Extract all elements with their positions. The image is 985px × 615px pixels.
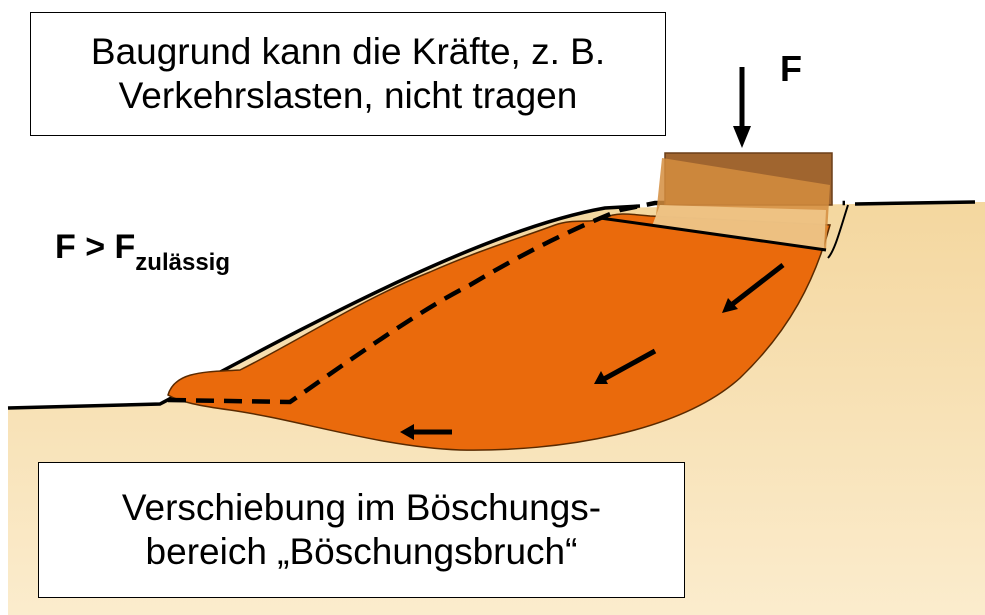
bottom-box-line-1: Verschiebung im Böschungs- xyxy=(121,487,602,528)
foundation-base-line xyxy=(599,216,827,252)
original-surface-dashed-line xyxy=(167,200,845,405)
bottom-description-box: Verschiebung im Böschungs- bereich „Bösc… xyxy=(38,462,685,598)
condition-label: F > Fzulässig xyxy=(55,228,230,276)
top-box-line-2: Verkehrslasten, nicht tragen xyxy=(118,75,578,116)
arrow-down-icon xyxy=(733,67,751,148)
force-label: F xyxy=(780,48,802,89)
slip-surface-flank xyxy=(827,204,849,259)
foundation-slid-part xyxy=(652,205,826,250)
sliding-mass xyxy=(167,213,831,451)
arrow-left-down-icon xyxy=(594,348,657,384)
top-box-line-1: Baugrund kann die Kräfte, z. B. xyxy=(90,31,606,72)
arrow-left-down-icon xyxy=(722,263,785,313)
bottom-box-line-2: bereich „Böschungsbruch“ xyxy=(145,531,578,572)
arrow-left-icon xyxy=(400,424,452,440)
top-description-box: Baugrund kann die Kräfte, z. B. Verkehrs… xyxy=(30,12,666,136)
condition-subscript: zulässig xyxy=(135,249,230,276)
condition-main: F > F xyxy=(55,228,136,266)
